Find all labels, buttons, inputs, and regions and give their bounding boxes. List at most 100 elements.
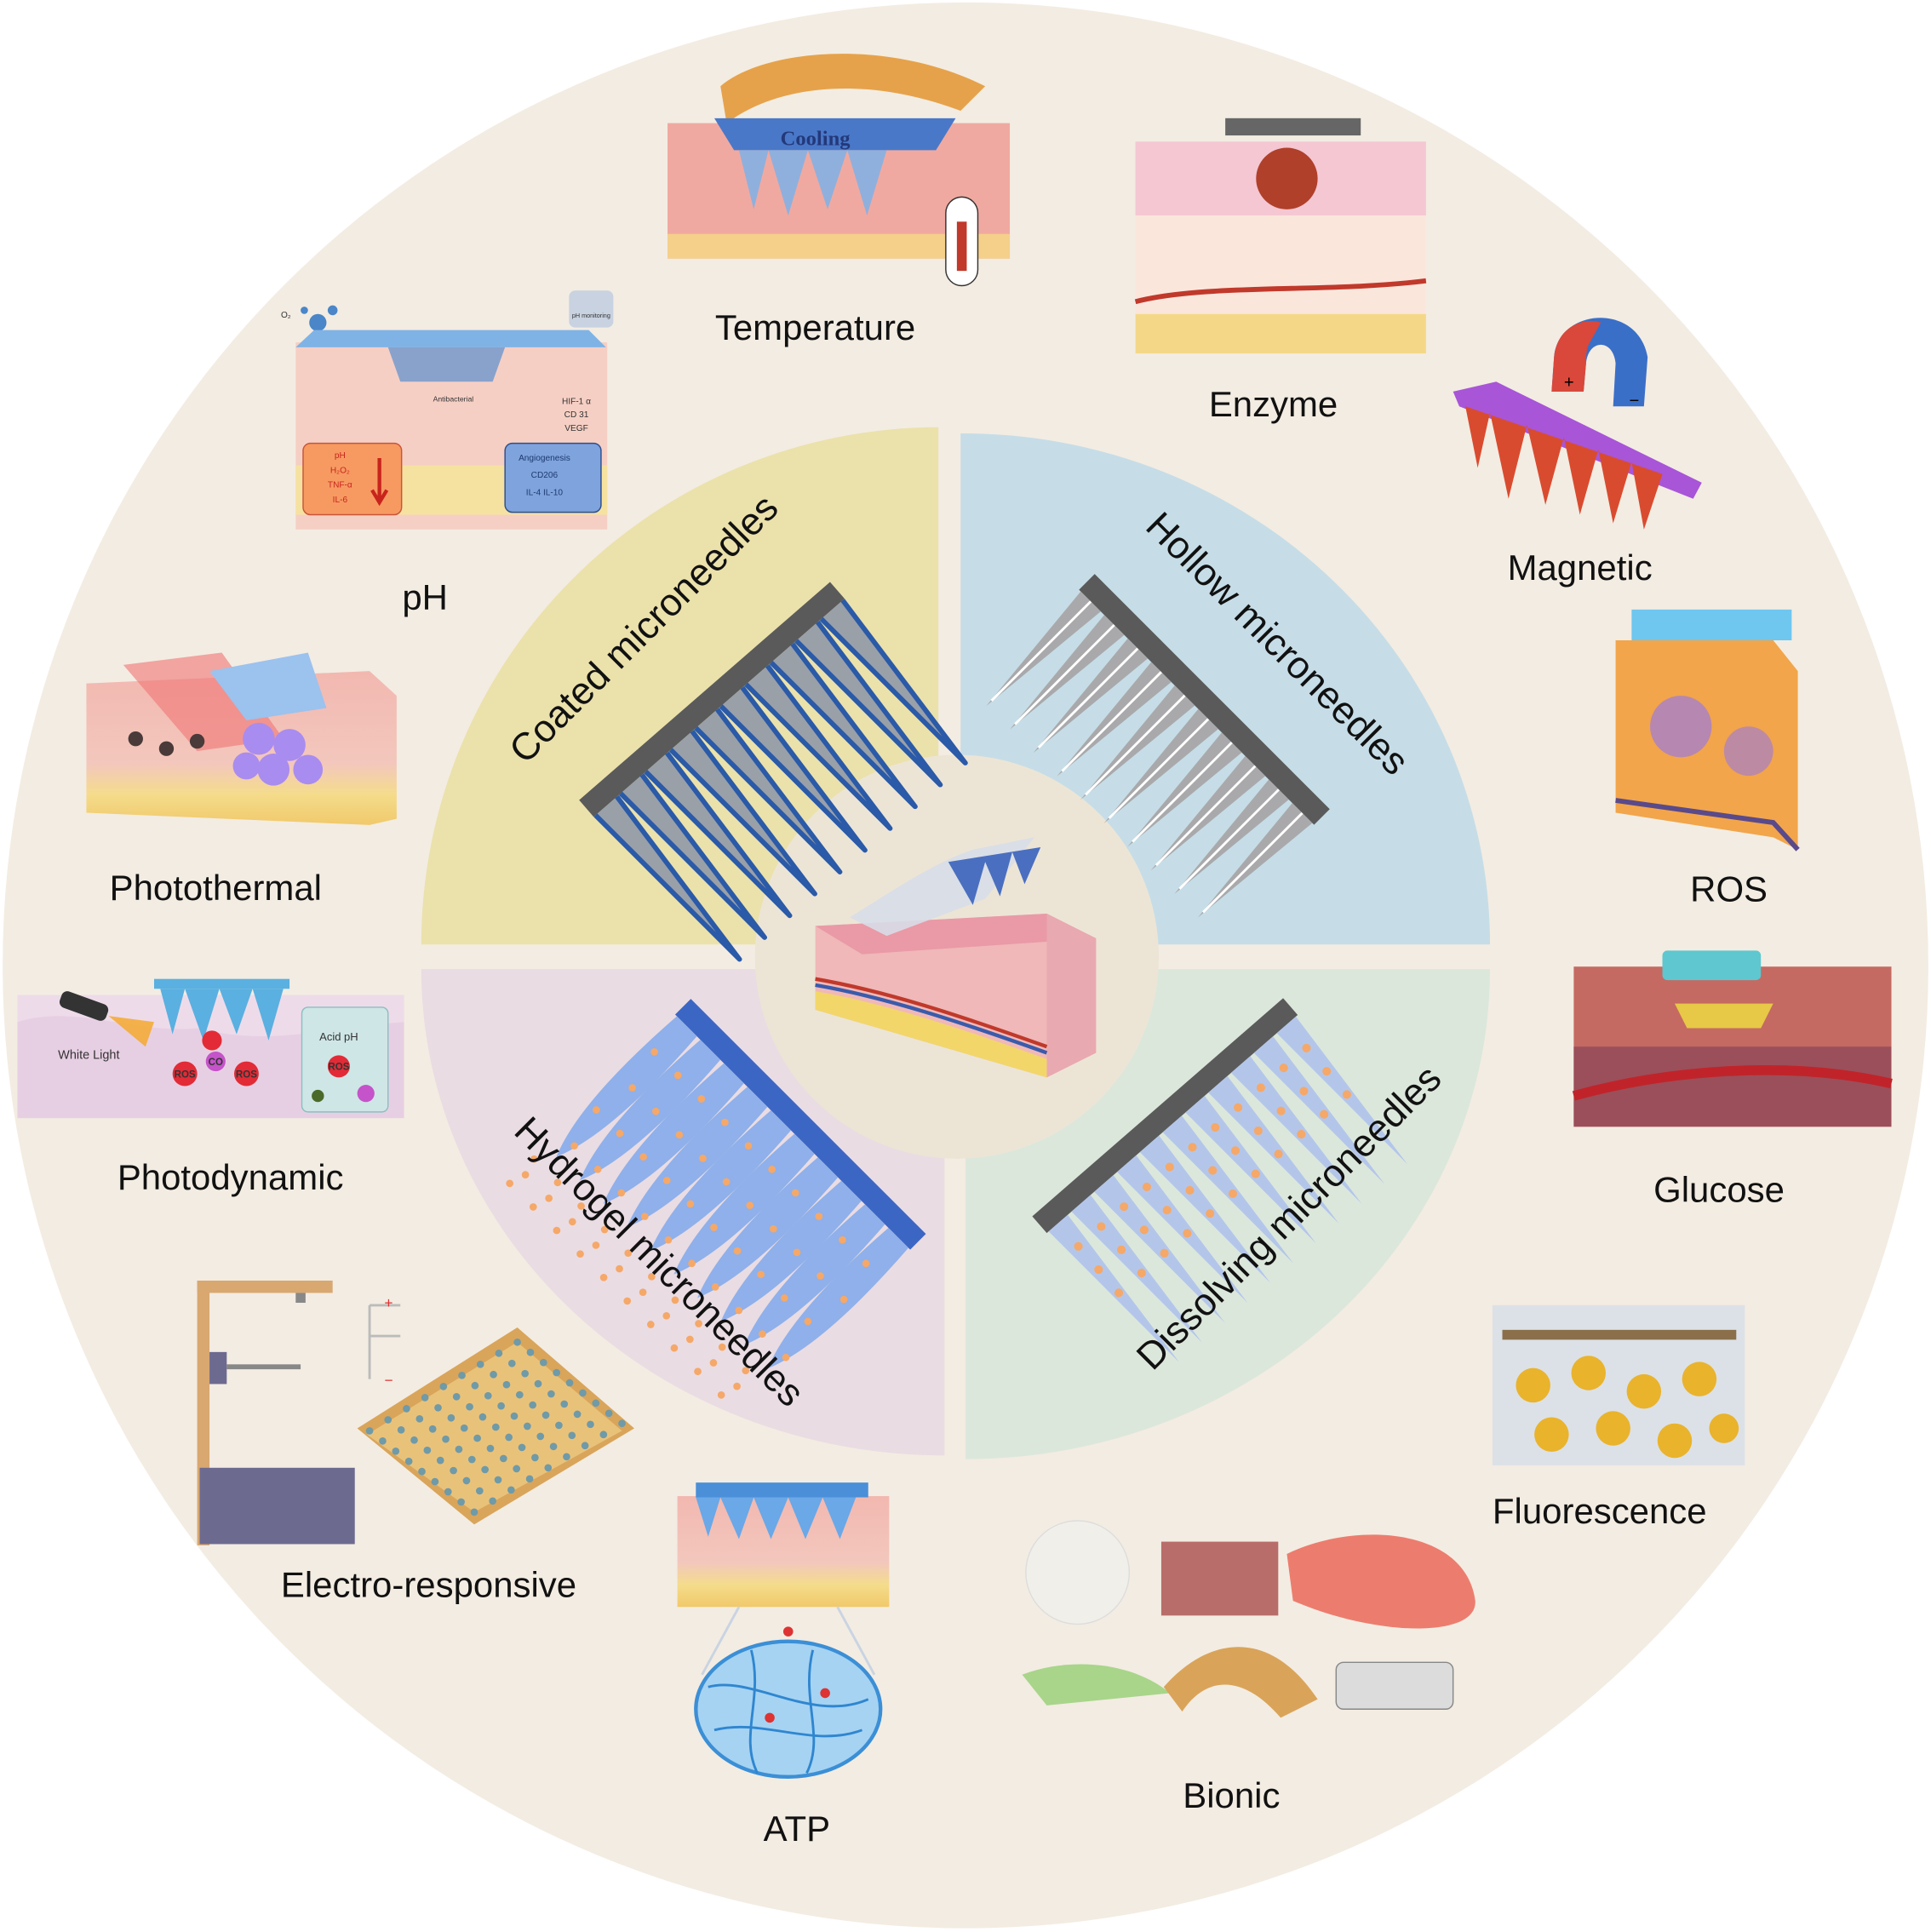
drug-dot bbox=[782, 1353, 790, 1362]
array-needle bbox=[384, 1416, 393, 1424]
array-needle bbox=[431, 1477, 439, 1486]
drug-dot bbox=[1322, 1067, 1332, 1076]
released-drug-dot bbox=[592, 1241, 600, 1249]
array-needle bbox=[524, 1422, 531, 1430]
array-needle bbox=[447, 1413, 456, 1422]
drug-dot bbox=[1256, 1083, 1265, 1092]
drug-dot bbox=[1206, 1209, 1215, 1218]
ph-down-1: H₂O₂ bbox=[330, 466, 350, 475]
array-needle bbox=[444, 1488, 452, 1496]
array-needle bbox=[549, 1442, 558, 1451]
ph-inset-illustration: O₂ pH monitoring Antibacterial HIF-1 α C… bbox=[281, 290, 614, 530]
magnetic-inset-illustration: + − bbox=[1453, 318, 1702, 530]
ph-up-0: Angiogenesis bbox=[519, 454, 570, 463]
hollow-needle-channel bbox=[1155, 765, 1257, 867]
array-needle bbox=[470, 1508, 478, 1516]
array-needle bbox=[541, 1411, 550, 1419]
electrode-plus: + bbox=[384, 1294, 393, 1311]
drug-dot bbox=[1274, 1149, 1283, 1159]
hydrogel-needle bbox=[720, 1180, 862, 1321]
coated-needle bbox=[794, 620, 943, 788]
released-drug-dot bbox=[553, 1226, 561, 1235]
hollow-needle-channel bbox=[1178, 788, 1281, 890]
drug-dot bbox=[650, 1047, 658, 1056]
coated-needle bbox=[593, 794, 742, 962]
array-needle bbox=[605, 1409, 613, 1418]
drug-dot bbox=[1276, 1106, 1286, 1115]
drug-dot bbox=[617, 1189, 626, 1197]
released-drug-dot bbox=[709, 1359, 718, 1367]
drug-dot bbox=[793, 1248, 801, 1257]
drug-dot bbox=[1142, 1182, 1152, 1191]
released-drug-dot bbox=[521, 1171, 530, 1178]
dissolving-needle bbox=[1139, 1135, 1271, 1284]
drug-dot bbox=[686, 1200, 695, 1208]
array-needle bbox=[490, 1370, 497, 1379]
drug-dot bbox=[1253, 1126, 1263, 1136]
array-needle bbox=[573, 1410, 582, 1419]
array-needle bbox=[476, 1360, 484, 1368]
array-needle bbox=[568, 1431, 576, 1440]
array-needle bbox=[473, 1434, 481, 1442]
array-needle bbox=[547, 1390, 555, 1398]
coated-needle bbox=[694, 708, 843, 875]
ph-label: pH bbox=[402, 577, 448, 617]
array-needle bbox=[458, 1372, 466, 1379]
glucose-inset-illustration bbox=[1572, 950, 1893, 1127]
ph-down-3: IL-6 bbox=[333, 496, 348, 505]
ph-monitoring-label: pH monitoring bbox=[572, 312, 610, 319]
drug-dot bbox=[746, 1201, 754, 1209]
array-needle bbox=[587, 1420, 594, 1429]
array-needle bbox=[513, 1465, 521, 1473]
drug-dot bbox=[1251, 1169, 1260, 1178]
released-drug-dot bbox=[616, 1264, 623, 1273]
hydrogel-needle bbox=[556, 1016, 697, 1157]
array-needle bbox=[563, 1453, 570, 1461]
drug-dot bbox=[1117, 1245, 1126, 1254]
drug-dot bbox=[1139, 1225, 1149, 1235]
ph-down-0: pH bbox=[335, 451, 346, 461]
array-needle bbox=[526, 1348, 535, 1356]
released-drug-dot bbox=[568, 1218, 576, 1226]
released-drug-dot bbox=[577, 1202, 585, 1210]
dissolving-needle bbox=[1048, 1214, 1180, 1363]
ph-up-1: CD206 bbox=[531, 471, 559, 480]
released-drug-dot bbox=[529, 1203, 537, 1211]
released-drug-dot bbox=[600, 1225, 609, 1234]
released-drug-dot bbox=[506, 1179, 514, 1188]
atp-inset-illustration bbox=[677, 1482, 890, 1779]
drug-dot bbox=[673, 1071, 682, 1080]
drug-dot bbox=[639, 1153, 647, 1161]
hydrogel-needle bbox=[697, 1157, 839, 1299]
drug-dot bbox=[862, 1259, 870, 1268]
magnet-plus: + bbox=[1564, 374, 1574, 393]
electro-responsive-inset-illustration: + − bbox=[197, 1280, 634, 1545]
array-needle bbox=[397, 1425, 405, 1434]
released-drug-dot bbox=[599, 1273, 608, 1281]
drug-dot bbox=[662, 1176, 671, 1184]
drug-dot bbox=[651, 1107, 660, 1115]
drug-dot bbox=[770, 1224, 777, 1233]
array-needle bbox=[455, 1445, 463, 1453]
drug-dot bbox=[1297, 1129, 1306, 1139]
temperature-label: Temperature bbox=[715, 307, 915, 347]
drug-dot bbox=[759, 1330, 766, 1338]
array-needle bbox=[410, 1436, 418, 1444]
hydrogel-needle bbox=[744, 1204, 885, 1345]
drug-dot bbox=[688, 1259, 696, 1268]
ph-marker-1: CD 31 bbox=[564, 410, 589, 420]
ph-up-2: IL-4 IL-10 bbox=[526, 488, 564, 497]
dissolving-needle bbox=[1185, 1095, 1316, 1244]
drug-dot bbox=[710, 1224, 718, 1231]
dissolving-needle bbox=[1094, 1175, 1225, 1323]
array-needle bbox=[507, 1359, 516, 1367]
coated-needle bbox=[618, 773, 767, 940]
hydrogel-needle bbox=[673, 1133, 815, 1275]
glucose-label: Glucose bbox=[1653, 1169, 1785, 1209]
array-needle bbox=[418, 1467, 426, 1476]
dissolving-needle bbox=[1208, 1075, 1339, 1224]
drug-dot bbox=[593, 1165, 602, 1173]
ros-badge-1: ROS bbox=[175, 1069, 196, 1080]
photodynamic-inset-illustration: White Light ROS ROS CO Acid pH ROS bbox=[17, 978, 404, 1119]
array-needle bbox=[467, 1455, 476, 1464]
